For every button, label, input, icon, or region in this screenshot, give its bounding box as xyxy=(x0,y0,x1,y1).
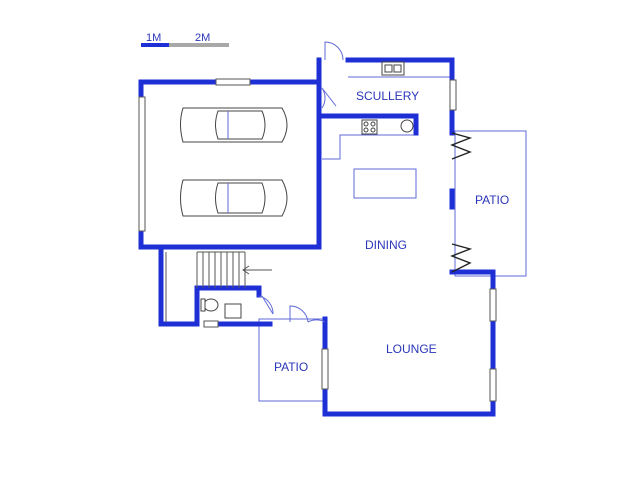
wc-door xyxy=(258,295,274,315)
room-label-patio-left: PATIO xyxy=(274,360,308,374)
toilet-icon xyxy=(203,298,219,312)
scullery-window xyxy=(449,79,457,111)
kitchen-counter xyxy=(322,134,418,160)
wc-wall xyxy=(194,285,262,327)
patio-door-right xyxy=(307,319,326,323)
scale-label-1m: 1M xyxy=(146,32,161,44)
garage-top-window xyxy=(215,78,251,86)
windows xyxy=(138,78,497,402)
basin-icon xyxy=(224,303,242,319)
room-label-lounge: LOUNGE xyxy=(386,342,437,356)
scale-label-2m: 2M xyxy=(195,32,210,44)
stair-arrow-head xyxy=(242,265,250,275)
garage-door xyxy=(321,87,337,109)
room-label-dining: DINING xyxy=(365,238,407,252)
patio-left-outline xyxy=(258,318,325,402)
room-label-scullery: SCULLERY xyxy=(356,89,419,103)
scullery-wall-bottom xyxy=(316,113,419,136)
garage-door-window xyxy=(138,96,146,232)
sliding-door-bottom xyxy=(450,243,473,273)
stove-icon xyxy=(361,119,378,135)
car-bottom xyxy=(180,179,288,217)
sliding-door-top xyxy=(450,132,473,160)
doors xyxy=(258,41,344,323)
kitchen-sink-icon xyxy=(400,119,414,133)
room-label-patio-right: PATIO xyxy=(475,193,509,207)
lounge-window-bottom xyxy=(489,368,497,402)
sliding-doors xyxy=(450,132,473,273)
patio-door-left xyxy=(289,305,309,323)
lounge-window-top xyxy=(489,288,497,322)
lounge-window-left xyxy=(321,348,329,390)
staircase xyxy=(165,251,272,322)
stair-wall-left xyxy=(158,249,200,327)
car-top xyxy=(180,107,288,143)
fixtures xyxy=(200,61,414,319)
room-labels: SCULLERY DINING PATIO PATIO LOUNGE xyxy=(274,89,509,374)
kitchen-island xyxy=(353,168,417,199)
scullery-door xyxy=(324,41,344,61)
garage-wall xyxy=(138,57,322,250)
wc-window xyxy=(203,320,219,328)
scale-bar: 1M 2M xyxy=(141,32,229,47)
